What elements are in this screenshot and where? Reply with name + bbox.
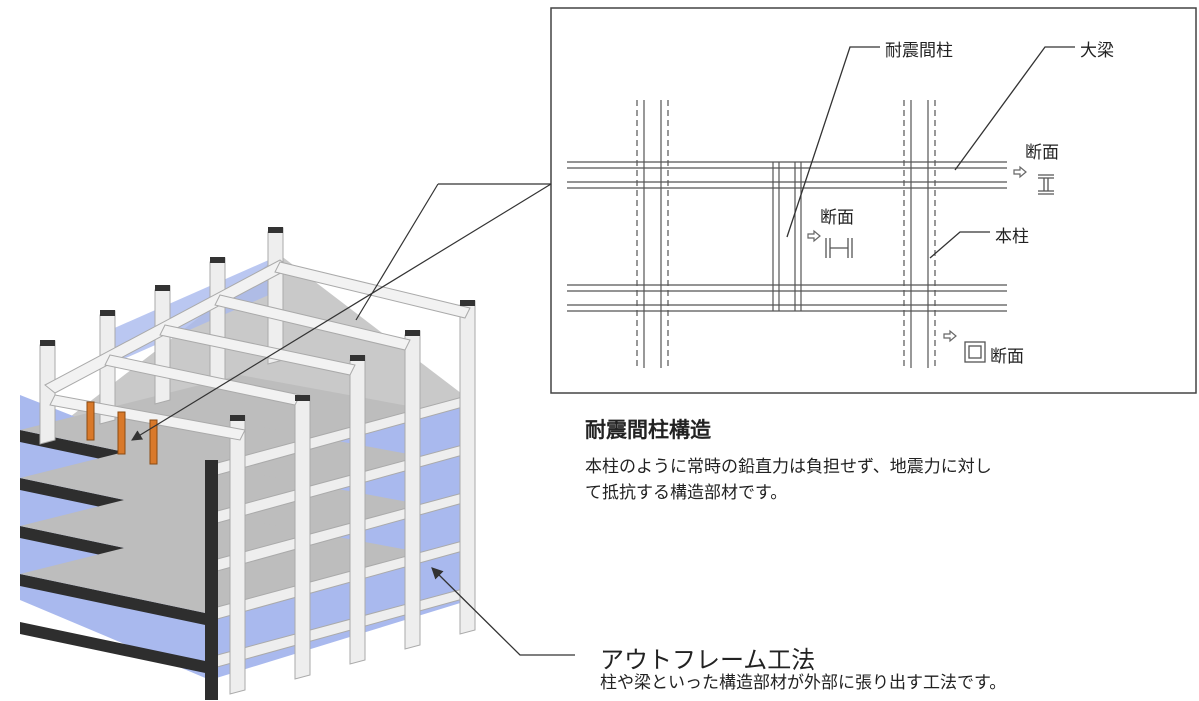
main-column-section-label: 断面 (990, 347, 1024, 367)
intermediate-section-label: 断面 (820, 208, 854, 228)
roof-beams (44, 259, 471, 441)
detail-frame (550, 7, 1197, 394)
outframe-arrow (431, 567, 575, 656)
seismic-description-line2: て抵抗する構造部材です。 (585, 483, 788, 503)
outframe-grid (209, 300, 476, 695)
girder-label: 大梁 (1080, 41, 1114, 61)
intermediate-columns (86, 401, 158, 465)
main-column-label: 本柱 (995, 227, 1029, 247)
intermediate-column-label: 耐震間柱 (885, 41, 953, 61)
outframe-title: アウトフレーム工法 (600, 646, 816, 674)
detail-leaders (786, 46, 1075, 259)
seismic-title: 耐震間柱構造 (585, 418, 711, 442)
seismic-description-line1: 本柱のように常時の鉛直力は負担せず、地震力に対し (585, 457, 992, 477)
column-caps (40, 227, 475, 421)
connector-lines (131, 183, 552, 441)
girder-section-label: 断面 (1025, 143, 1059, 163)
front-slab-edge (205, 460, 218, 700)
outframe-description: 柱や梁といった構造部材が外部に張り出す工法です。 (600, 673, 1007, 693)
detail-drawing (567, 100, 1007, 368)
building-illustration (20, 227, 476, 700)
section-arrows (807, 165, 1027, 343)
section-shapes (825, 174, 1054, 363)
